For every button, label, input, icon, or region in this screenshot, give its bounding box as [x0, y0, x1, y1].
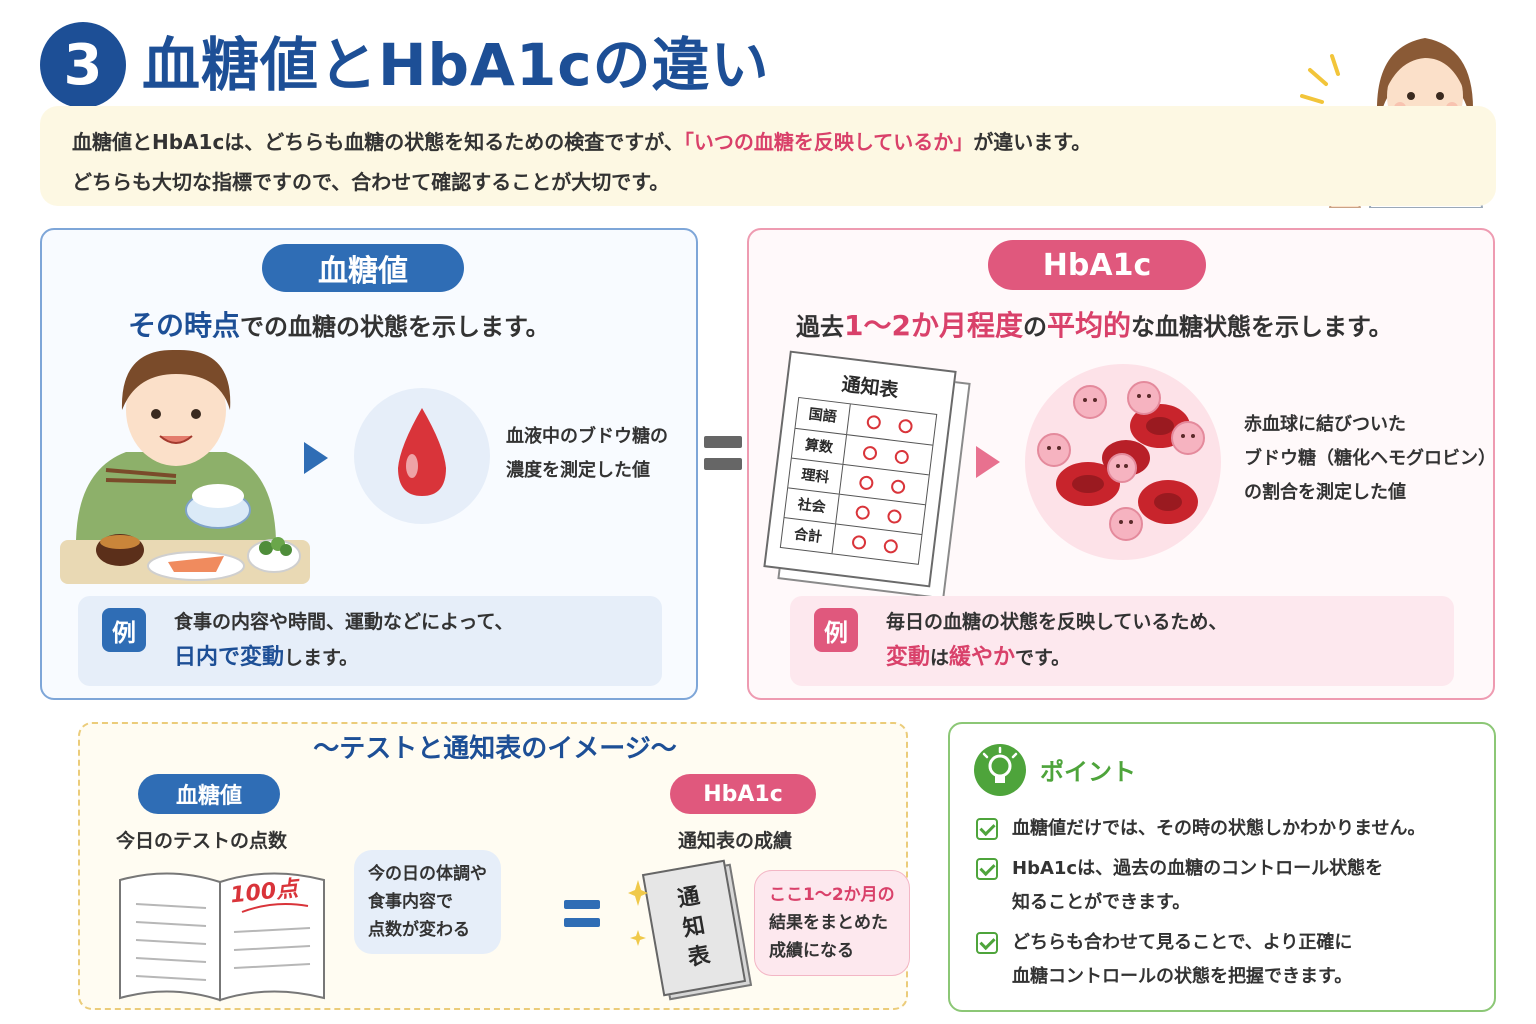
grade-circle-mark	[886, 508, 903, 524]
report-book-title: 通知表	[675, 883, 713, 972]
example-badge: 例	[814, 608, 858, 652]
example-highlight: 変動	[886, 645, 931, 670]
point-item-line: どちらも合わせて見ることで、より正確に	[1012, 932, 1353, 953]
report-subject: 合計	[780, 518, 837, 554]
desc-line: 濃度を測定した値	[506, 460, 650, 481]
point-item: 血糖値だけでは、その時の状態しかわかりません。	[1012, 812, 1425, 846]
subtitle-part: な血糖状態を示します。	[1130, 313, 1393, 341]
example-line: 食事の内容や時間、運動などによって、	[174, 611, 514, 633]
blood-sugar-subtitle: その時点での血糖の状態を示します。	[128, 304, 550, 344]
hba1c-example-text: 毎日の血糖の状態を反映しているため、 変動は緩やかです。	[886, 604, 1227, 676]
blood-sugar-small-pill: 血糖値	[138, 774, 280, 814]
report-card: 通知表 国語算数理科社会合計	[763, 350, 957, 588]
report-card-table: 国語算数理科社会合計	[779, 396, 938, 565]
grade-circle-mark	[897, 418, 914, 435]
lightbulb-icon	[974, 744, 1026, 796]
point-item: どちらも合わせて見ることで、より正確に血糖コントロールの状態を把握できます。	[1012, 926, 1352, 994]
today-test-label: 今日のテストの点数	[116, 830, 288, 852]
hba1c-pill: HbA1c	[988, 240, 1206, 290]
subtitle-part: の	[1022, 313, 1047, 341]
point-item-line: HbA1cは、過去の血糖のコントロール状態を	[1012, 858, 1384, 879]
bubble-line: 結果をまとめた	[769, 913, 888, 933]
blood-sugar-example-box	[78, 596, 662, 686]
example-highlight: 緩やか	[949, 645, 1016, 670]
desc-line: の割合を測定した値	[1244, 482, 1406, 503]
desc-line: 血液中のブドウ糖の	[506, 426, 668, 447]
report-grade-bubble: ここ1〜2か月の 結果をまとめた 成績になる	[754, 870, 910, 976]
intro-text: 血糖値とHbA1cは、どちらも血糖の状態を知るための検査ですが、	[72, 130, 684, 154]
subtitle-highlight: 平均的	[1046, 309, 1131, 342]
section-number-badge: 3	[40, 22, 126, 108]
sparkle-icon	[628, 880, 648, 946]
hba1c-subtitle: 過去1〜2か月程度の平均的な血糖状態を示します。	[796, 304, 1393, 344]
page-title: 血糖値とHbA1cの違い	[142, 31, 770, 99]
point-item-line: 血糖値だけでは、その時の状態しかわかりません。	[1012, 818, 1426, 839]
blood-sugar-pill: 血糖値	[262, 244, 464, 292]
arrow-right-icon	[304, 442, 328, 474]
hba1c-desc: 赤血球に結びついた ブドウ糖（糖化ヘモグロビン） の割合を測定した値	[1244, 408, 1496, 510]
example-line: 毎日の血糖の状態を反映しているため、	[886, 611, 1228, 633]
test-score-bubble: 今の日の体調や 食事内容で 点数が変わる	[354, 850, 501, 954]
example-rest: は	[930, 647, 950, 669]
image-section-title: 〜テストと通知表のイメージ〜	[313, 734, 677, 764]
point-title: ポイント	[1040, 758, 1136, 786]
intro-box	[40, 106, 1496, 206]
blood-sugar-desc: 血液中のブドウ糖の 濃度を測定した値	[506, 420, 668, 488]
equals-sign-bottom	[564, 918, 600, 927]
bubble-line: 今の日の体調や	[368, 864, 487, 884]
grade-circle-mark	[858, 474, 875, 491]
desc-line: 赤血球に結びついた	[1244, 414, 1406, 435]
intro-line-1: 血糖値とHbA1cは、どちらも血糖の状態を知るための検査ですが、「いつの血糖を反…	[72, 126, 1091, 155]
point-box: ポイント 血糖値だけでは、その時の状態しかわかりません。 HbA1cは、過去の血糖…	[948, 722, 1496, 1012]
subtitle-highlight: 1〜2か月程度	[844, 309, 1023, 342]
point-item-line: 血糖コントロールの状態を把握できます。	[1012, 966, 1353, 987]
intro-text-end: が違います。	[973, 130, 1092, 154]
example-rest: します。	[284, 647, 359, 669]
desc-line: ブドウ糖（糖化ヘモグロビン）	[1244, 448, 1496, 469]
subtitle-highlight: その時点	[128, 309, 241, 342]
bubble-line: 食事内容で	[368, 892, 453, 912]
grade-circle-mark	[862, 444, 878, 461]
point-item: HbA1cは、過去の血糖のコントロール状態を知ることができます。	[1012, 852, 1383, 920]
hba1c-small-pill: HbA1c	[670, 774, 816, 814]
subtitle-rest: での血糖の状態を示します。	[240, 313, 550, 341]
equals-sign-bottom	[704, 458, 742, 470]
report-grade-label: 通知表の成績	[678, 830, 793, 852]
equals-sign-top	[564, 900, 600, 909]
intro-highlight: 「いつの血糖を反映しているか」	[683, 130, 974, 154]
test-booklet-icon	[119, 872, 325, 1002]
bubble-line: 点数が変わる	[368, 920, 470, 940]
example-highlight: 日内で変動	[174, 645, 285, 670]
blood-sugar-example-text: 食事の内容や時間、運動などによって、 日内で変動します。	[174, 604, 514, 676]
point-item-line: 知ることができます。	[1012, 892, 1191, 913]
grade-circle-mark	[883, 538, 899, 554]
checkbox-icon	[976, 858, 998, 880]
example-badge: 例	[102, 608, 146, 652]
test-report-image-box: 〜テストと通知表のイメージ〜 血糖値 今日のテストの点数 100点 今の日の体調…	[78, 722, 910, 1010]
blood-drop-icon	[354, 388, 490, 524]
hba1c-example-box	[790, 596, 1454, 686]
checkbox-icon	[976, 932, 998, 954]
bubble-line: ここ1〜2か月の	[769, 885, 895, 905]
example-rest: です。	[1015, 647, 1071, 669]
intro-line-2: どちらも大切な指標ですので、合わせて確認することが大切です。	[72, 170, 670, 194]
subtitle-part: 過去	[796, 313, 844, 341]
report-subject: 国語	[795, 398, 851, 435]
grade-circle-mark	[890, 478, 906, 495]
red-blood-cells-icon	[1025, 364, 1221, 560]
grade-circle-mark	[851, 534, 867, 550]
grade-circle-mark	[854, 504, 871, 520]
boy-eating-illustration	[60, 349, 310, 584]
arrow-right-icon	[976, 446, 1000, 478]
equals-sign-top	[704, 436, 742, 448]
grade-circle-mark	[894, 448, 910, 465]
bubble-line: 成績になる	[769, 941, 854, 961]
grade-circle-mark	[865, 414, 882, 431]
checkbox-icon	[976, 818, 998, 840]
